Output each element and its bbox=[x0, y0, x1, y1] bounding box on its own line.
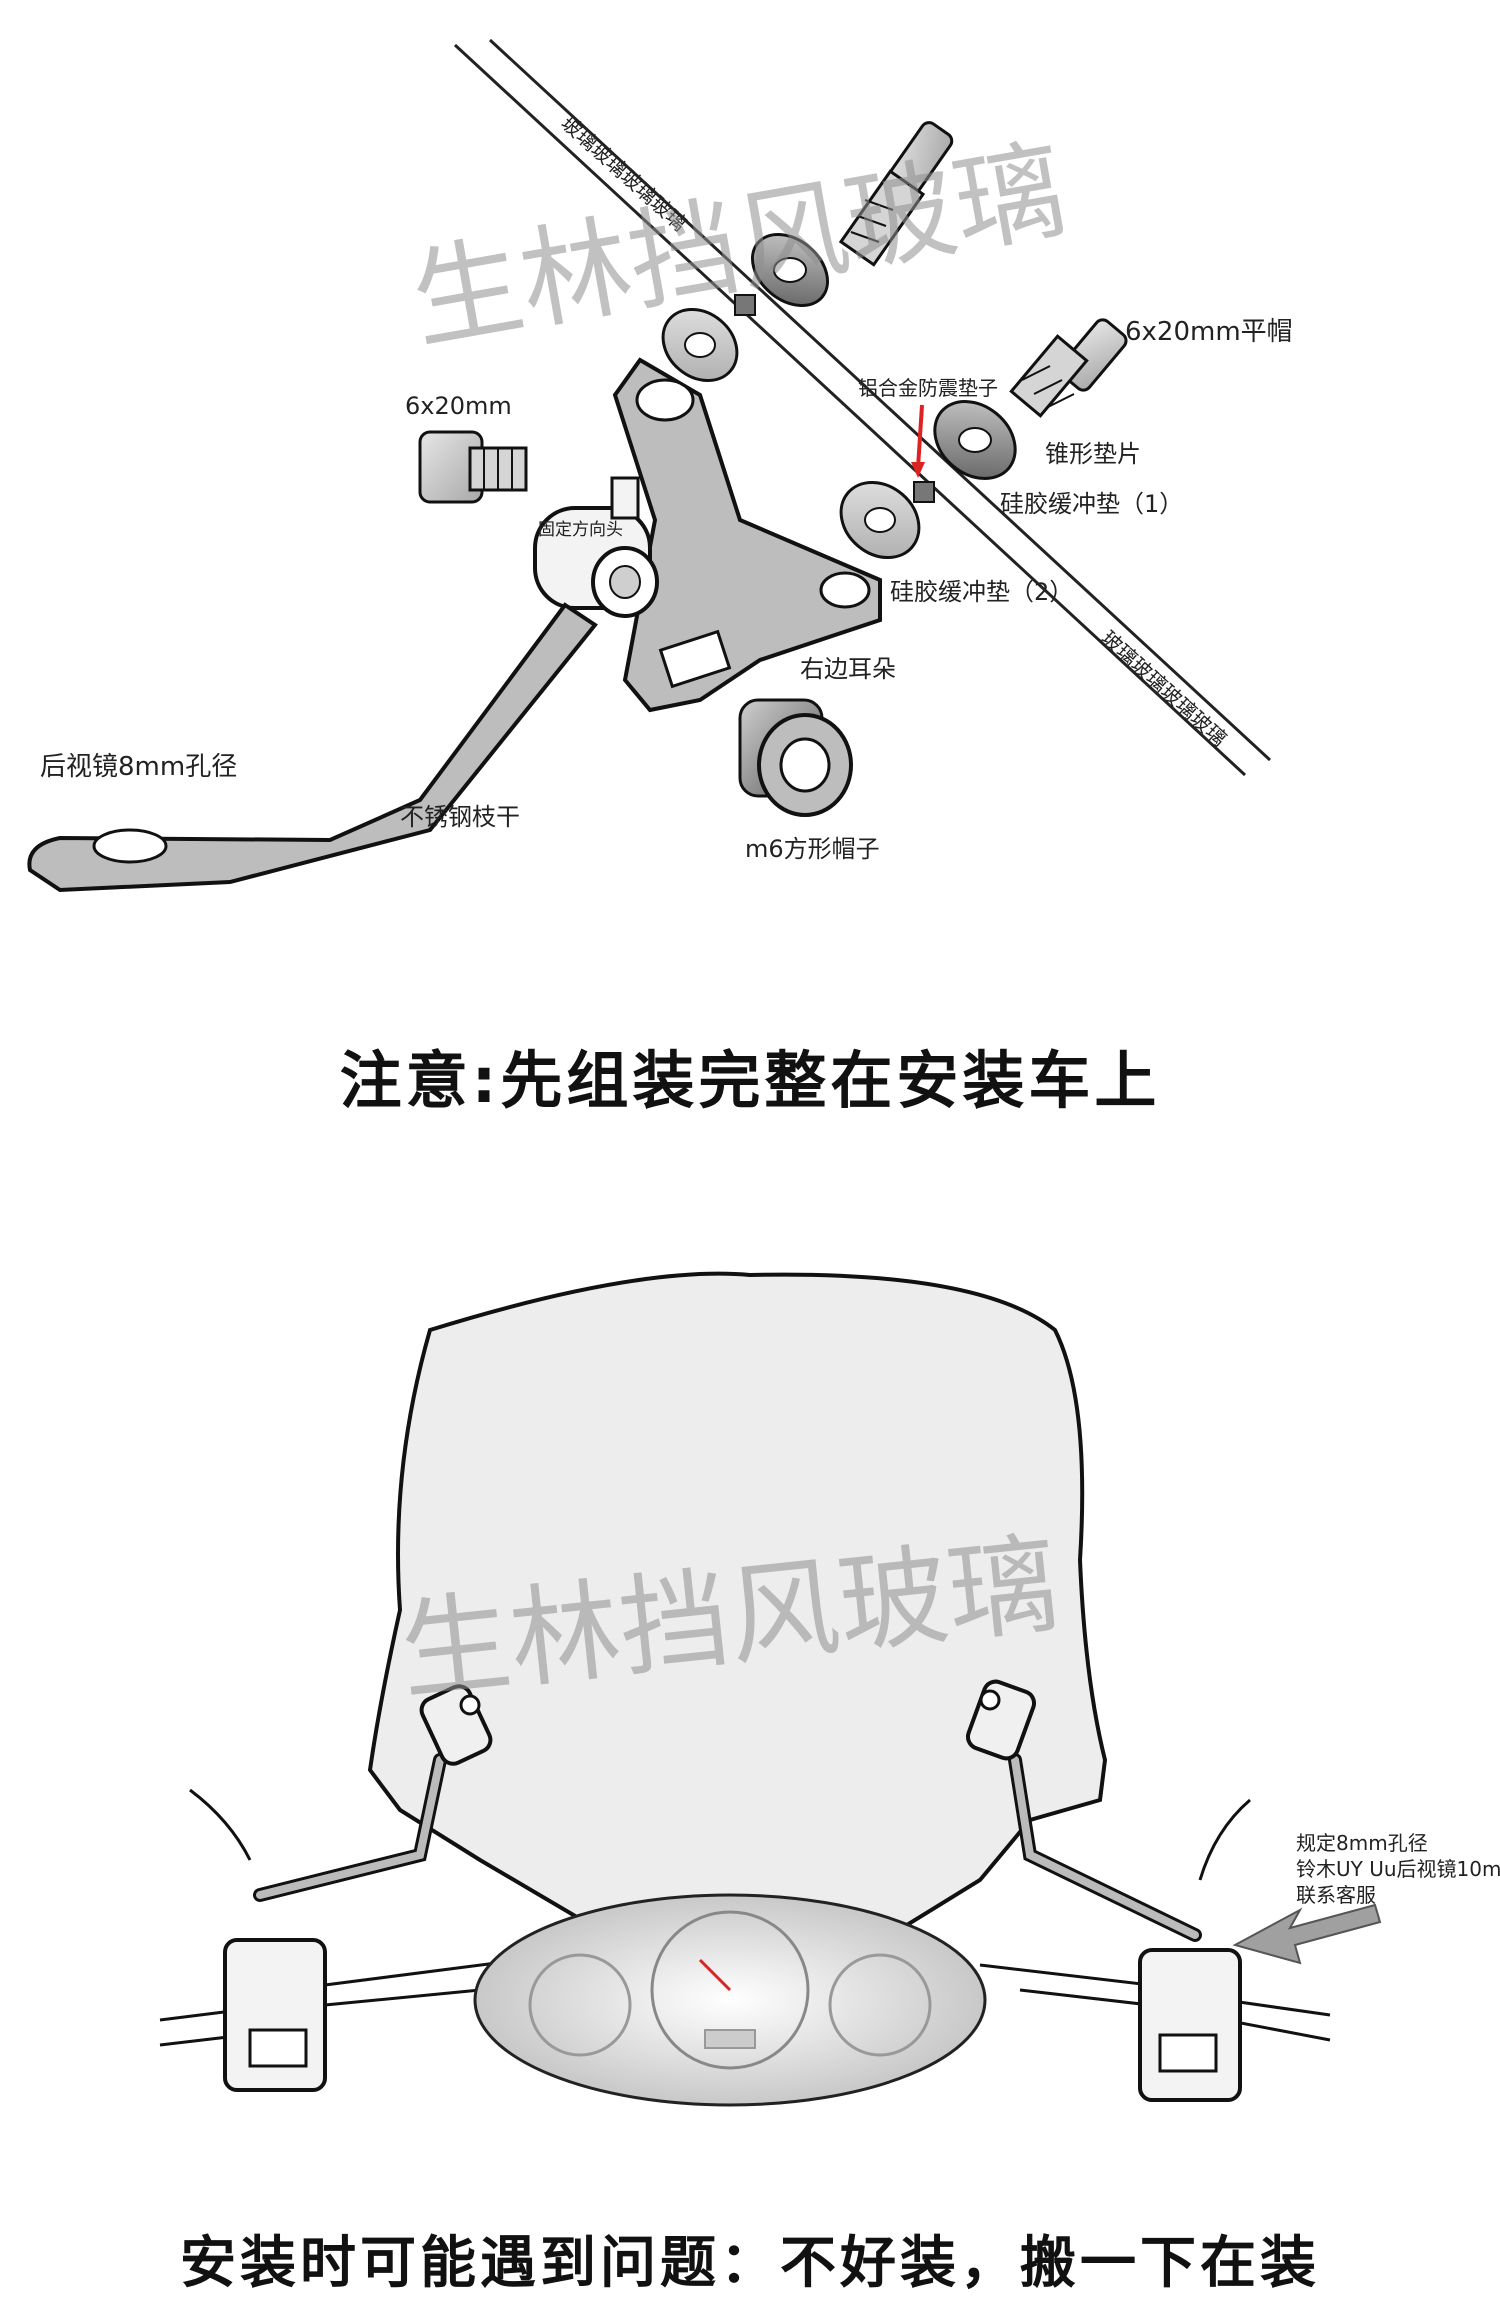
label-bolt-left: 6x20mm bbox=[405, 392, 512, 420]
callout-arrow bbox=[1232, 1903, 1382, 1965]
watermark-top: 生林挡风玻璃 bbox=[402, 125, 1074, 366]
left-mirror-assembly bbox=[189, 1684, 493, 2092]
assembly-note: 注意:先组装完整在安装车上 bbox=[339, 1044, 1161, 1117]
windshield bbox=[367, 1271, 1108, 1982]
glass-label-bottom: 玻璃玻璃玻璃玻璃 bbox=[1097, 626, 1232, 751]
callout-line-3: 联系客服 bbox=[1296, 1883, 1376, 1907]
installation-issue-note: 安装时可能遇到问题：不好装，搬一下在装 bbox=[180, 2231, 1320, 2296]
direction-head bbox=[533, 476, 659, 618]
top-spacer-stack bbox=[661, 233, 830, 383]
right-bolt bbox=[1009, 318, 1128, 418]
callout-line-1: 规定8mm孔径 bbox=[1296, 1831, 1428, 1855]
label-direction-head: 固定方向头 bbox=[538, 520, 623, 540]
stainless-rod bbox=[27, 602, 598, 893]
ear-bracket bbox=[612, 357, 882, 713]
scooter-front-diagram: 规定8mm孔径 铃木UY Uu后视镜10mm 联系客服 生林挡风玻璃 bbox=[159, 1271, 1500, 2107]
label-silicone-2: 硅胶缓冲垫（2） bbox=[890, 578, 1073, 606]
instrument-cluster bbox=[473, 1893, 987, 2107]
exploded-view-diagram: 玻璃玻璃玻璃玻璃 玻璃玻璃玻璃玻璃 bbox=[27, 38, 1293, 893]
label-mirror-hole: 后视镜8mm孔径 bbox=[40, 752, 237, 782]
label-m6-cap: m6方形帽子 bbox=[745, 835, 880, 863]
right-spacer-stack bbox=[839, 400, 1017, 560]
label-right-ear: 右边耳朵 bbox=[800, 655, 896, 683]
left-bolt bbox=[418, 430, 528, 504]
label-aluminum-pad: 铝合金防震垫子 bbox=[858, 376, 998, 400]
m6-cap bbox=[738, 698, 853, 817]
top-bolt bbox=[838, 121, 954, 267]
right-mirror-assembly bbox=[965, 1679, 1251, 2102]
glass-edge-lines bbox=[453, 38, 1272, 777]
red-pointer-arrow bbox=[916, 404, 924, 469]
label-silicone-1: 硅胶缓冲垫（1） bbox=[1000, 490, 1183, 518]
callout-line-2: 铃木UY Uu后视镜10mm bbox=[1296, 1857, 1500, 1881]
label-bolt-top: 6x20mm平帽 bbox=[1125, 317, 1293, 347]
label-cone-washer: 锥形垫片 bbox=[1045, 440, 1141, 468]
label-steel-rod: 不锈钢枝干 bbox=[400, 803, 520, 831]
